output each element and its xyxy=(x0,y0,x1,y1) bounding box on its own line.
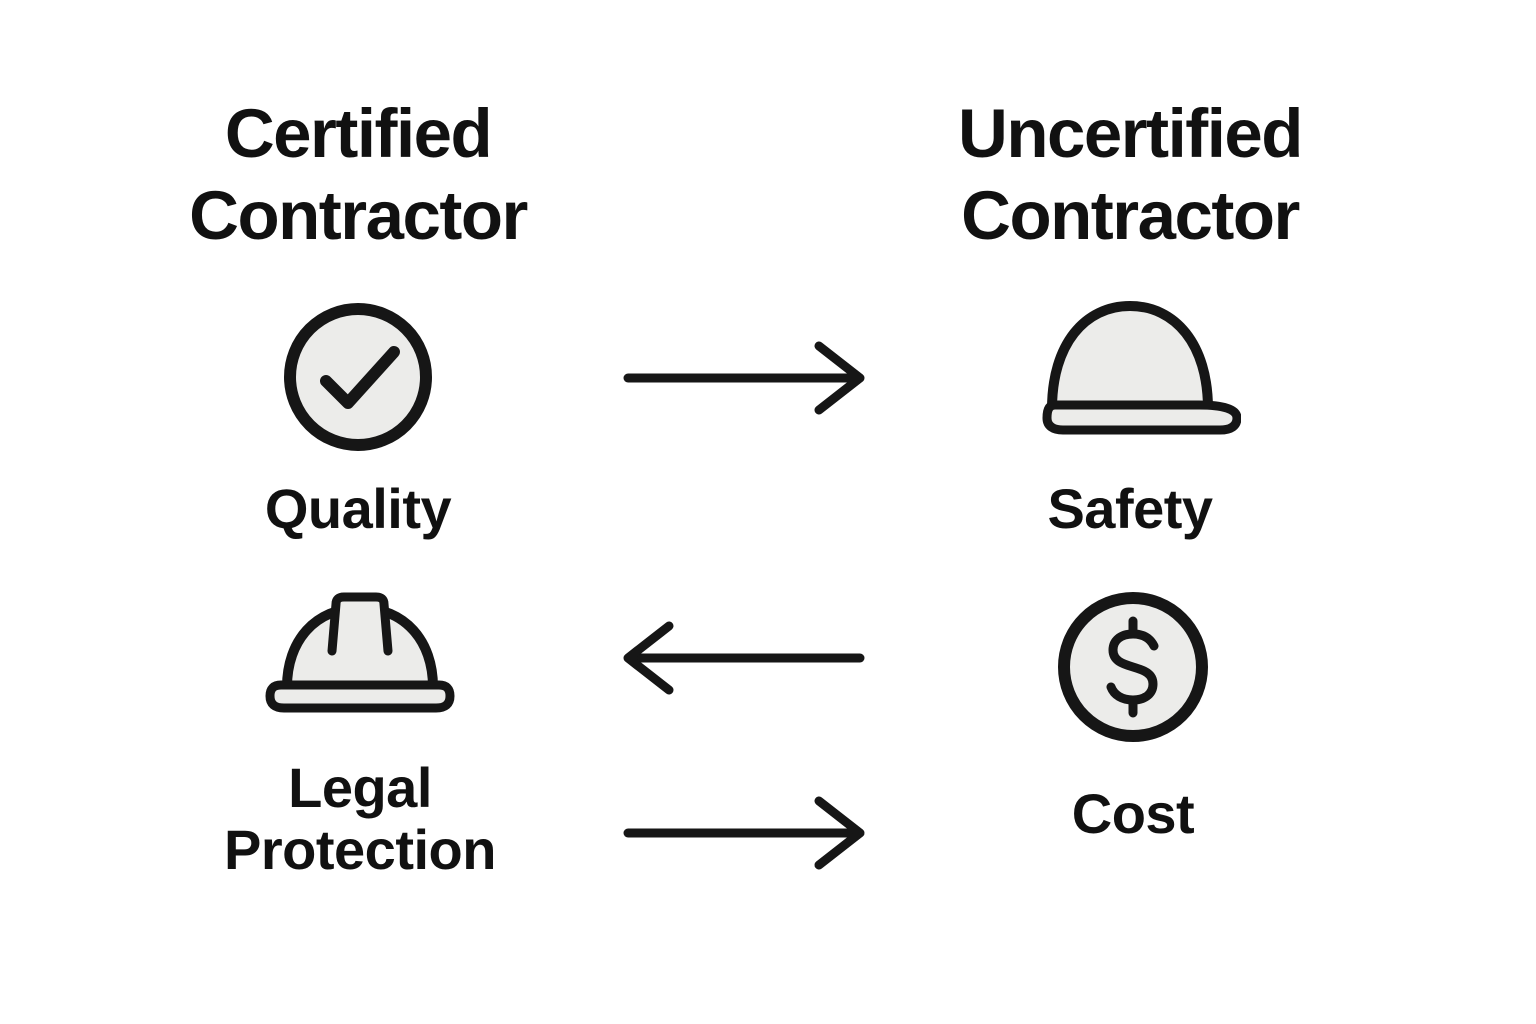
arrow-right-bottom-icon xyxy=(620,788,870,878)
arrow-right-top-icon xyxy=(620,333,870,423)
dollar-coin-icon xyxy=(1056,590,1210,744)
right-column-title: Uncertified Contractor xyxy=(958,95,1303,254)
check-circle-icon xyxy=(283,302,433,452)
hard-hat-icon xyxy=(265,589,455,717)
arrow-left-middle-icon xyxy=(618,613,868,703)
quality-label: Quality xyxy=(264,477,452,540)
safety-label: Safety xyxy=(1047,477,1213,540)
cost-label: Cost xyxy=(1071,782,1195,845)
left-column-title: Certified Contractor xyxy=(189,95,528,254)
safety-helmet-icon xyxy=(1041,296,1241,436)
legal-protection-label: Legal Protection xyxy=(224,756,496,881)
